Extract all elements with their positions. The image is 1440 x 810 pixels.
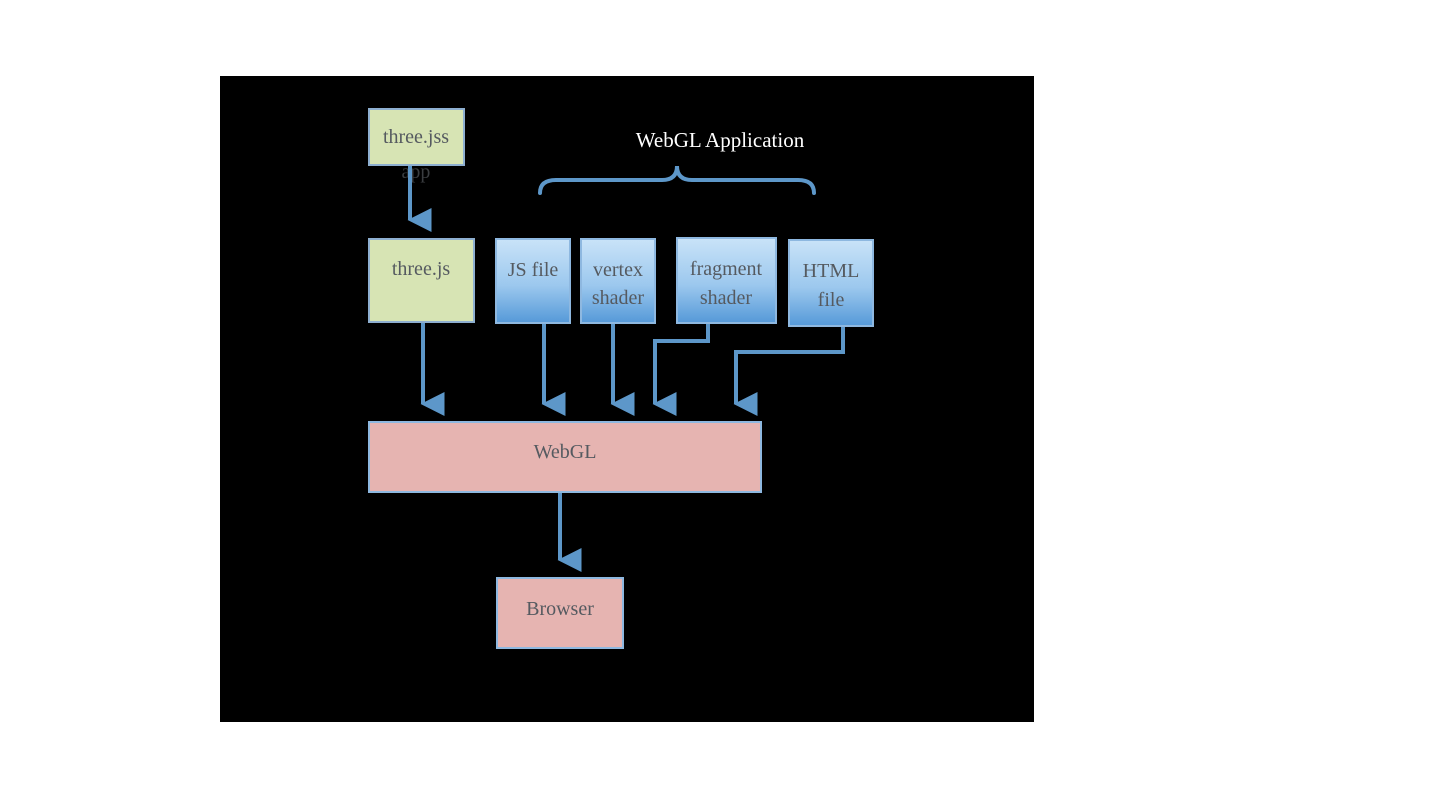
- node-browser: Browser: [496, 577, 624, 649]
- arrow-fragment-shader-to-webgl: [652, 324, 710, 416]
- node-threejs-box: [368, 238, 475, 323]
- node-webgl-box: [368, 421, 762, 493]
- node-fragment-shader-label-2: shader: [700, 287, 753, 309]
- node-js-file: JS file: [495, 238, 571, 324]
- node-html-file: HTML file: [788, 239, 874, 327]
- node-js-file-label: JS file: [508, 259, 559, 281]
- node-webgl: WebGL: [368, 421, 762, 493]
- node-threejs-app-box: [368, 108, 465, 166]
- webgl-application-brace: [538, 165, 816, 195]
- node-threejs-label: three.js: [392, 258, 451, 280]
- node-browser-box: [496, 577, 624, 649]
- node-html-file-box: [788, 239, 874, 327]
- node-vertex-shader-label-2: shader: [592, 287, 645, 309]
- node-fragment-shader-label-1: fragment: [690, 258, 763, 280]
- node-html-file-label-2: file: [818, 289, 845, 311]
- node-vertex-shader-box: [580, 238, 656, 324]
- node-vertex-shader-label-1: vertex: [593, 259, 643, 281]
- node-threejs-app-label-2: app: [402, 161, 431, 183]
- arrow-html-file-to-webgl: [733, 327, 845, 416]
- node-fragment-shader-box: [676, 237, 777, 324]
- node-browser-label: Browser: [526, 598, 594, 620]
- webgl-application-title: WebGL Application: [636, 128, 805, 152]
- node-html-file-label-1: HTML: [803, 260, 860, 282]
- node-threejs: three.js: [368, 238, 475, 323]
- node-threejs-app-label-1: three.jss: [383, 126, 449, 148]
- node-js-file-box: [495, 238, 571, 324]
- node-fragment-shader: fragment shader: [676, 237, 777, 324]
- node-threejs-app: three.jss app: [368, 108, 465, 183]
- node-vertex-shader: vertex shader: [580, 238, 656, 324]
- node-webgl-label: WebGL: [534, 441, 597, 463]
